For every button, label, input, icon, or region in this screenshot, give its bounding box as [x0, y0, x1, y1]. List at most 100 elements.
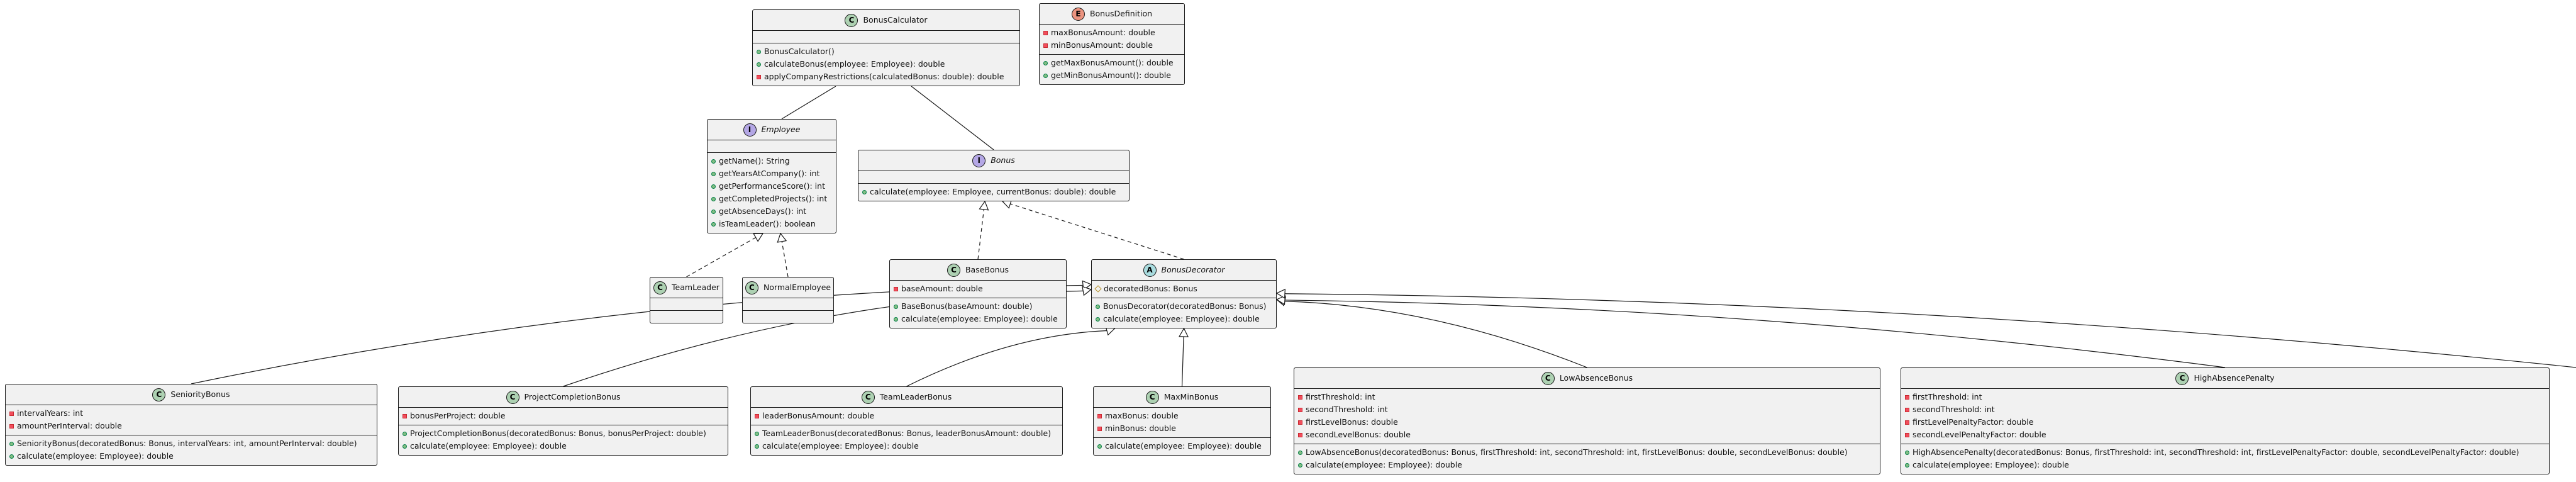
- field-row: minBonusAmount: double: [1043, 39, 1180, 52]
- public-visibility-icon: [1298, 462, 1302, 468]
- method-row: getMinBonusAmount(): double: [1043, 69, 1180, 82]
- method-text: getCompletedProjects(): int: [719, 193, 828, 203]
- private-visibility-icon: [1298, 420, 1302, 425]
- method-text: getPerformanceScore(): int: [719, 181, 825, 191]
- interface-stereotype-icon: I: [743, 123, 757, 137]
- field-row: intervalYears: int: [9, 407, 373, 420]
- public-visibility-icon: [1043, 60, 1048, 65]
- field-row: decoratedBonus: Bonus: [1094, 283, 1272, 295]
- public-visibility-icon: [757, 49, 761, 54]
- class-stereotype-icon: C: [653, 281, 667, 294]
- private-visibility-icon: [1298, 407, 1302, 412]
- public-visibility-icon: [1097, 444, 1102, 449]
- edge-team-leader-bonus-to-bonus-decorator: [906, 330, 1107, 387]
- public-visibility-icon: [1905, 450, 1909, 455]
- private-visibility-icon: [755, 413, 759, 418]
- method-text: ProjectCompletionBonus(decoratedBonus: B…: [410, 428, 706, 438]
- edge-bonus-calculator-to-bonus: [911, 86, 994, 150]
- methods-section: HighAbsencePenalty(decoratedBonus: Bonus…: [1901, 444, 2549, 474]
- field-row: amountPerInterval: double: [9, 420, 373, 432]
- class-name: SeniorityBonus: [170, 389, 230, 399]
- method-text: getYearsAtCompany(): int: [719, 168, 820, 178]
- private-visibility-icon: [894, 286, 898, 291]
- field-text: secondLevelBonus: double: [1306, 429, 1411, 439]
- methods-section: TeamLeaderBonus(decoratedBonus: Bonus, l…: [751, 425, 1062, 455]
- private-visibility-icon: [757, 74, 761, 79]
- class-stereotype-icon: C: [506, 390, 519, 404]
- edge-low-absence-bonus-to-bonus-decorator: [1284, 301, 1587, 368]
- private-visibility-icon: [9, 423, 14, 429]
- public-visibility-icon: [1096, 317, 1100, 322]
- methods-section: SeniorityBonus(decoratedBonus: Bonus, in…: [6, 435, 377, 465]
- field-text: firstLevelPenaltyFactor: double: [1913, 417, 2034, 427]
- method-text: BonusCalculator(): [764, 46, 835, 56]
- edge-team-leader-to-employee: [686, 237, 756, 277]
- edge-normal-employee-to-employee: [781, 241, 789, 277]
- field-text: leaderBonusAmount: double: [762, 410, 875, 420]
- field-row: firstThreshold: int: [1298, 391, 1876, 403]
- public-visibility-icon: [9, 454, 14, 459]
- methods-section: ProjectCompletionBonus(decoratedBonus: B…: [399, 425, 728, 455]
- public-visibility-icon: [755, 444, 759, 449]
- field-text: intervalYears: int: [17, 408, 84, 418]
- method-row: SeniorityBonus(decoratedBonus: Bonus, in…: [9, 437, 373, 450]
- field-text: firstThreshold: int: [1306, 391, 1375, 401]
- field-text: maxBonus: double: [1105, 410, 1179, 420]
- public-visibility-icon: [711, 209, 716, 214]
- methods-section: [650, 311, 723, 323]
- method-row: calculate(employee: Employee): double: [755, 440, 1058, 452]
- methods-section: BonusDecorator(decoratedBonus: Bonus)cal…: [1092, 298, 1276, 328]
- edge-offscreen-right-to-bonus-decorator: [1284, 293, 2576, 368]
- method-row: BonusDecorator(decoratedBonus: Bonus): [1096, 300, 1272, 313]
- field-row: minBonus: double: [1097, 422, 1267, 435]
- public-visibility-icon: [755, 431, 759, 436]
- method-row: LowAbsenceBonus(decoratedBonus: Bonus, f…: [1298, 446, 1876, 459]
- edge-bonus-decorator-to-bonus: [1010, 203, 1184, 260]
- field-text: secondLevelPenaltyFactor: double: [1913, 429, 2046, 439]
- methods-section: BonusCalculator() calculateBonus(employee…: [753, 43, 1019, 86]
- public-visibility-icon: [711, 171, 716, 176]
- field-row: secondThreshold: int: [1905, 403, 2545, 416]
- methods-section: calculate(employee: Employee): double: [1094, 438, 1270, 455]
- method-row: getAbsenceDays(): int: [711, 205, 832, 218]
- method-row: getYearsAtCompany(): int: [711, 167, 832, 180]
- private-visibility-icon: [1905, 432, 1909, 437]
- edge-base-bonus-to-bonus-arrowhead: [979, 200, 989, 211]
- field-text: secondThreshold: int: [1913, 404, 1995, 414]
- field-text: baseAmount: double: [901, 283, 983, 293]
- field-text: decoratedBonus: Bonus: [1104, 283, 1197, 293]
- class-stereotype-icon: C: [845, 13, 858, 27]
- public-visibility-icon: [402, 444, 407, 449]
- public-visibility-icon: [1043, 73, 1048, 78]
- public-visibility-icon: [402, 431, 407, 436]
- fields-section: [708, 140, 836, 153]
- public-visibility-icon: [711, 159, 716, 164]
- enum-stereotype-icon: E: [1071, 7, 1085, 21]
- method-text: applyCompanyRestrictions(calculatedBonus…: [764, 71, 1004, 81]
- method-row: calculateBonus(employee: Employee): doub…: [757, 58, 1016, 70]
- private-visibility-icon: [1097, 426, 1102, 431]
